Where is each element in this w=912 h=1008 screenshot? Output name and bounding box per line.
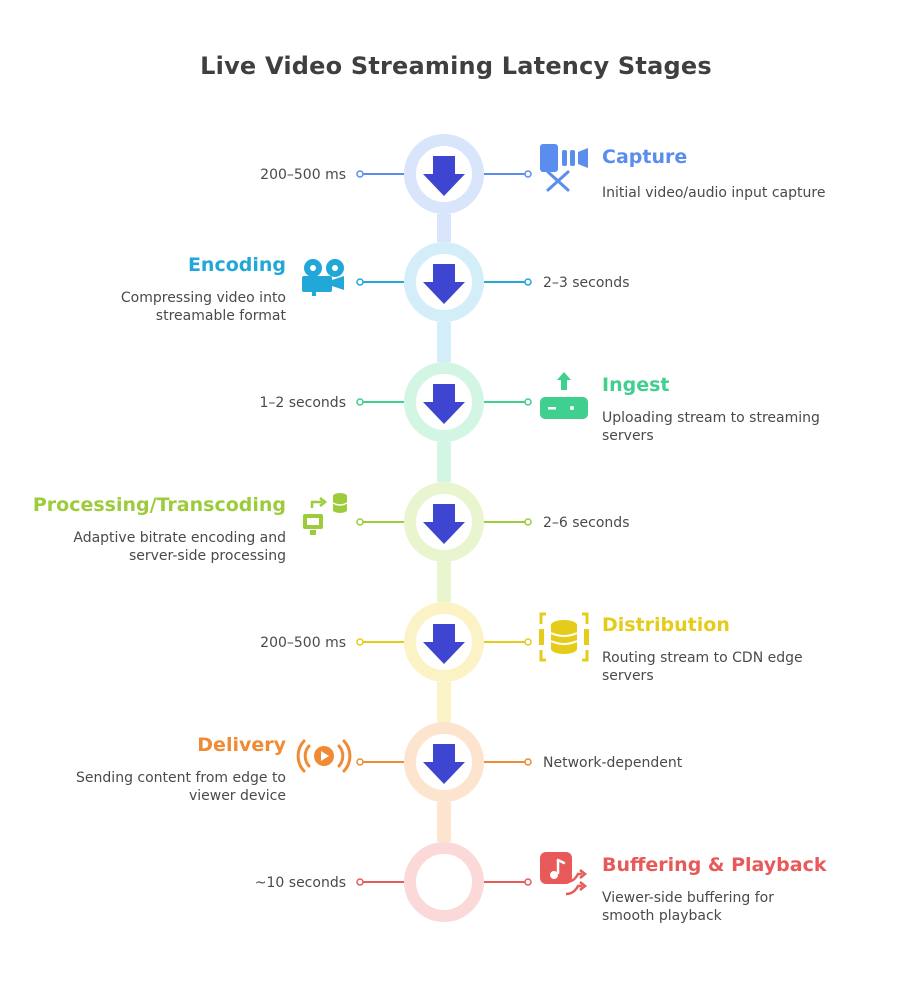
stage-desc-ingest: Uploading stream to streaming servers bbox=[602, 410, 820, 444]
film-camera-icon bbox=[302, 259, 344, 296]
stage-desc-distribution: Routing stream to CDN edge servers bbox=[602, 650, 803, 684]
video-camera-off-icon bbox=[540, 144, 588, 192]
latency-processing: 2–6 seconds bbox=[543, 515, 630, 531]
stage-node-capture bbox=[356, 134, 532, 214]
stage-node-ingest bbox=[356, 362, 532, 442]
connector-segment bbox=[437, 442, 451, 482]
stage-desc-processing: Adaptive bitrate encoding and server-sid… bbox=[73, 530, 286, 564]
down-arrow-icon bbox=[423, 504, 465, 544]
connector-segment bbox=[437, 322, 451, 362]
down-arrow-icon bbox=[423, 744, 465, 784]
down-arrow-icon bbox=[423, 264, 465, 304]
stage-title-buffering: Buffering & Playback bbox=[602, 854, 827, 876]
stage-desc-capture: Initial video/audio input capture bbox=[602, 185, 826, 201]
connector-segment bbox=[437, 802, 451, 842]
down-arrow-icon bbox=[423, 156, 465, 196]
stage-node-distribution bbox=[356, 602, 532, 682]
latency-capture: 200–500 ms bbox=[260, 167, 346, 183]
diagram-title: Live Video Streaming Latency Stages bbox=[200, 52, 712, 80]
stage-title-delivery: Delivery bbox=[197, 734, 286, 756]
stage-title-processing: Processing/Transcoding bbox=[32, 494, 286, 516]
connector-segment bbox=[437, 682, 451, 722]
connector-segment bbox=[437, 562, 451, 602]
server-transfer-icon bbox=[303, 493, 348, 535]
stage-title-encoding: Encoding bbox=[187, 254, 286, 276]
latency-ingest: 1–2 seconds bbox=[259, 395, 347, 411]
latency-buffering: ~10 seconds bbox=[254, 875, 346, 891]
stage-node-encoding bbox=[356, 242, 532, 322]
connector-segment bbox=[437, 214, 451, 242]
stage-desc-delivery: Sending content from edge to viewer devi… bbox=[76, 770, 286, 804]
stage-node-processing bbox=[356, 482, 532, 562]
stage-node-delivery bbox=[356, 722, 532, 802]
music-shuffle-icon bbox=[540, 852, 588, 896]
database-network-icon bbox=[539, 612, 589, 662]
down-arrow-icon bbox=[423, 624, 465, 664]
latency-encoding: 2–3 seconds bbox=[543, 275, 630, 291]
stage-node-buffering bbox=[356, 842, 532, 922]
latency-distribution: 200–500 ms bbox=[260, 635, 346, 651]
stage-desc-encoding: Compressing video into streamable format bbox=[120, 290, 286, 324]
down-arrow-icon bbox=[423, 384, 465, 424]
latency-delivery: Network-dependent bbox=[543, 755, 683, 771]
stage-desc-buffering: Viewer-side buffering for smooth playbac… bbox=[602, 890, 775, 924]
stage-title-ingest: Ingest bbox=[602, 374, 670, 396]
stage-title-distribution: Distribution bbox=[602, 614, 730, 636]
stage-title-capture: Capture bbox=[602, 146, 688, 168]
broadcast-play-icon bbox=[296, 739, 352, 773]
upload-router-icon bbox=[540, 372, 588, 419]
